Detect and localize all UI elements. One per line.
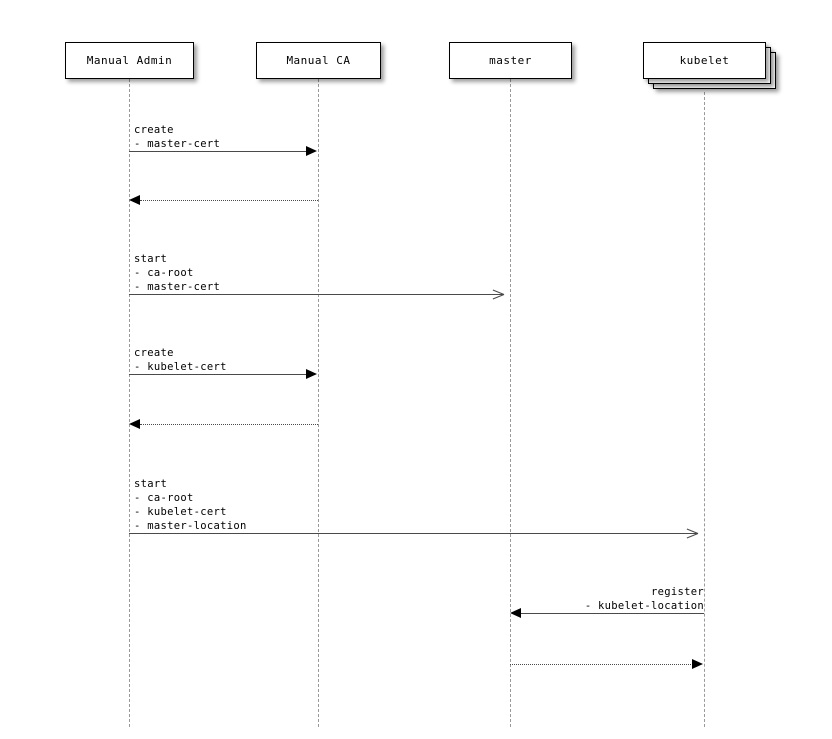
message-line-start-kubelet bbox=[129, 533, 697, 534]
message-label-register-kubelet-location: register - kubelet-location bbox=[584, 586, 704, 612]
lifeline-manual-ca bbox=[318, 79, 319, 727]
arrowhead-filled-right-return-register bbox=[692, 659, 703, 669]
message-label-create-kubelet-cert: create - kubelet-cert bbox=[134, 347, 227, 373]
lifeline-manual-admin bbox=[129, 79, 130, 727]
participant-box-master bbox=[449, 42, 572, 79]
message-line-return-register bbox=[510, 664, 693, 665]
participant-label-manual-admin: Manual Admin bbox=[86, 54, 173, 67]
participant-box-manual-admin bbox=[65, 42, 194, 79]
arrowhead-open-right-start-master bbox=[492, 289, 503, 300]
message-line-start-master bbox=[129, 294, 503, 295]
arrowhead-filled-right-create-master-cert bbox=[306, 146, 317, 156]
message-line-register-kubelet-location bbox=[521, 613, 704, 614]
message-line-create-master-cert bbox=[129, 151, 307, 152]
message-line-create-kubelet-cert bbox=[129, 374, 307, 375]
participant-box-manual-ca bbox=[256, 42, 381, 79]
participant-label-master: master bbox=[489, 54, 532, 67]
arrowhead-filled-right-create-kubelet-cert bbox=[306, 369, 317, 379]
lifeline-kubelet bbox=[704, 92, 705, 727]
message-line-return-kubelet-cert bbox=[140, 424, 318, 425]
message-label-start-master: start - ca-root - master-cert bbox=[134, 253, 221, 293]
participant-label-kubelet: kubelet bbox=[679, 54, 730, 67]
message-line-return-master-cert bbox=[140, 200, 318, 201]
arrowhead-filled-left-return-kubelet-cert bbox=[129, 419, 140, 429]
arrowhead-open-right-start-kubelet bbox=[686, 528, 697, 539]
message-label-create-master-cert: create - master-cert bbox=[134, 124, 221, 150]
lifeline-master bbox=[510, 79, 511, 727]
arrowhead-filled-left-register-kubelet-location bbox=[510, 608, 521, 618]
message-label-start-kubelet: start - ca-root - kubelet-cert - master-… bbox=[134, 478, 247, 532]
participant-label-manual-ca: Manual CA bbox=[286, 54, 351, 67]
participant-box-kubelet-instance-1 bbox=[643, 42, 766, 79]
arrowhead-filled-left-return-master-cert bbox=[129, 195, 140, 205]
